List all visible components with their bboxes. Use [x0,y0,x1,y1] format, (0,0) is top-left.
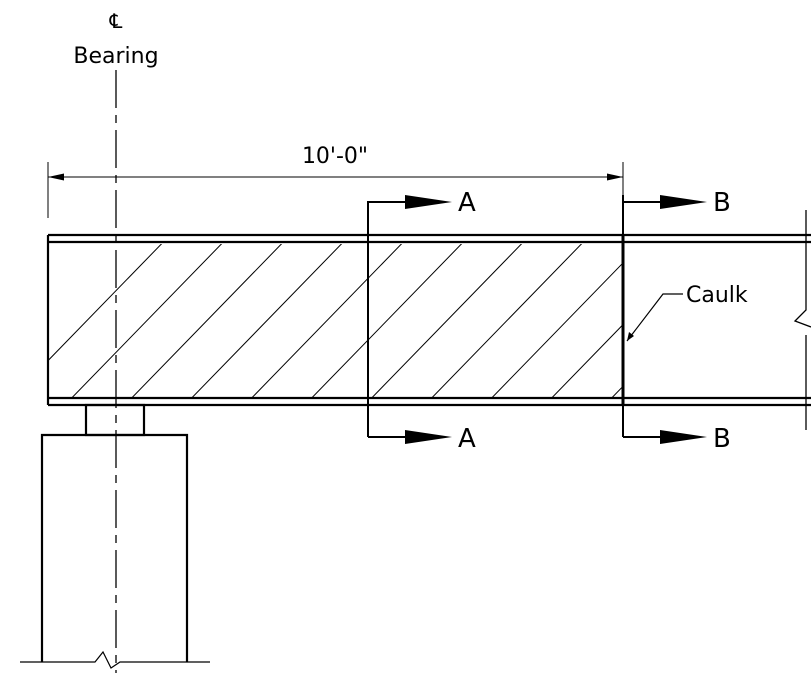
hatch-line [431,244,583,397]
section-a-bottom-label: A [458,424,476,454]
break-line-bottom [20,650,210,669]
section-a-top-arrow [405,195,452,209]
centerline-label: Bearing [73,44,158,69]
section-b-bottom-arrow [660,430,707,444]
caulk-label: Caulk [686,283,748,308]
dimension-label: 10'-0" [302,144,368,169]
section-b-top-label: B [713,188,731,218]
hatch-line [660,230,811,410]
hatch-line [191,244,343,397]
section-b-top-arrow [660,195,707,209]
section-a-bottom-arrow [405,430,452,444]
section-b-cut [622,195,660,438]
hatch-line [251,244,403,397]
hatch-line [611,385,623,397]
hatch-line [71,244,223,397]
hatch-line [131,244,283,397]
hatch-line [48,244,163,362]
hatch-pattern [48,230,811,410]
hatch-line [311,244,463,397]
hatch-line [491,262,623,397]
break-line-right [793,210,811,430]
hatch-line [551,323,623,397]
centerline-symbol: ℄ [109,9,123,33]
caulk-leader [626,293,683,342]
dimension-line [47,162,624,218]
section-b-bottom-label: B [713,424,731,454]
section-a-cut [367,201,405,438]
hatch-line [720,230,811,410]
beam [46,233,811,407]
hatch-line [371,244,523,397]
support-column [40,433,189,662]
section-a-top-label: A [458,188,476,218]
bearing-pad [84,403,146,437]
